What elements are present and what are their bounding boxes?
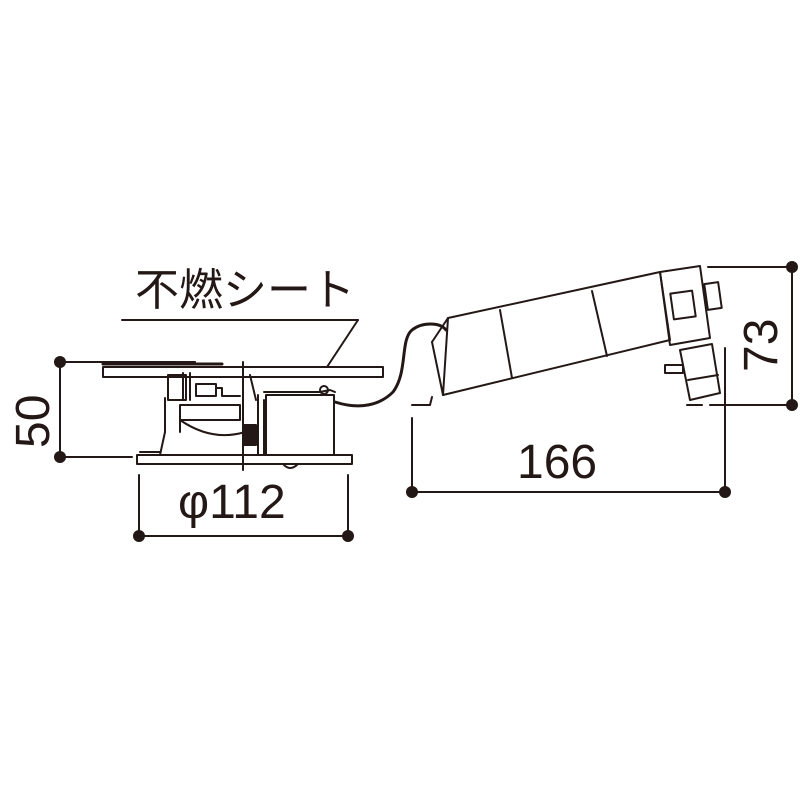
psu-length-label: 166 <box>517 436 597 489</box>
dimension-endpoints <box>54 261 798 542</box>
downlight-fixture <box>101 361 384 471</box>
psu-height-label: 73 <box>735 319 788 372</box>
dim-fixture-height <box>59 361 196 458</box>
power-supply-unit <box>411 265 723 406</box>
dim-psu-length <box>411 347 726 493</box>
connection-cable <box>333 322 448 408</box>
sheet-label: 不燃シート <box>135 266 355 315</box>
dim-fixture-diameter <box>138 474 349 537</box>
fixture-height-label: 50 <box>7 395 60 448</box>
fixture-diameter-label: φ112 <box>178 476 286 529</box>
dim-psu-height <box>707 266 793 406</box>
sheet-callout-leader <box>121 319 359 368</box>
